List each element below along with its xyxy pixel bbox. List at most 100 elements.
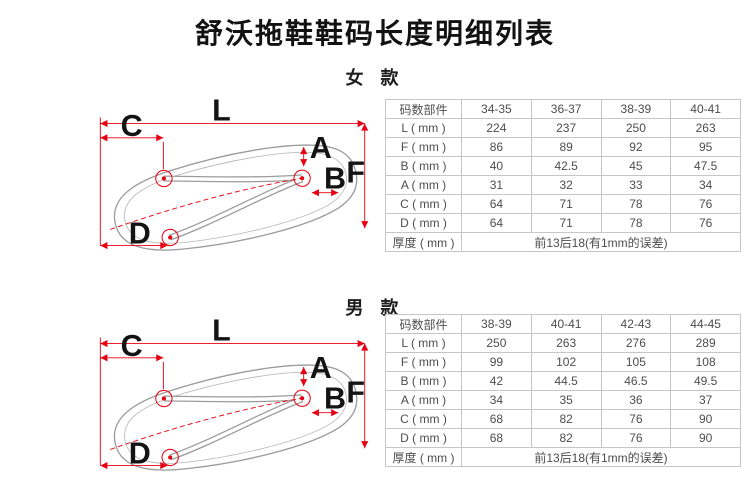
cell-value: 250 (461, 333, 532, 353)
cell-value: 76 (600, 409, 672, 429)
cell-value: 99 (461, 352, 532, 372)
cell-value: 37 (670, 390, 741, 410)
row-label: L ( mm ) (385, 333, 462, 353)
flipflop-outline (110, 144, 358, 251)
col-header: 38-39 (461, 314, 532, 334)
cell-value: 76 (670, 194, 741, 214)
label-C: C (121, 329, 143, 363)
row-label: L ( mm ) (385, 118, 462, 138)
cell-value: 263 (530, 333, 602, 353)
cell-value: 71 (530, 194, 602, 214)
col-header: 38-39 (600, 99, 672, 119)
cell-value: 40 (461, 156, 532, 176)
centerline (110, 397, 303, 450)
cell-value: 90 (670, 428, 741, 448)
page-title: 舒沃拖鞋鞋码长度明细列表 (194, 18, 555, 49)
dimension-lines (99, 337, 369, 470)
label-F: F (346, 156, 365, 190)
section-heading-men: 男 款 (345, 298, 405, 318)
cell-value: 64 (461, 213, 532, 233)
strap-anchor-markers (155, 389, 311, 467)
label-D: D (129, 437, 151, 471)
footer-value: 前13后18(有1mm的误差) (461, 232, 741, 252)
row-label: B ( mm ) (385, 156, 462, 176)
flipflop-outline (110, 364, 358, 471)
label-F: F (346, 376, 365, 410)
cell-value: 263 (670, 118, 741, 138)
cell-value: 44.5 (530, 371, 602, 391)
cell-value: 42.5 (530, 156, 602, 176)
flipflop-diagram-svg: L C A B F D (99, 314, 369, 471)
cell-value: 108 (670, 352, 741, 372)
col-header: 码数部件 (385, 314, 462, 334)
label-D: D (129, 217, 151, 251)
flipflop-diagram-women: L C A B F D (82, 90, 382, 270)
cell-value: 32 (530, 175, 602, 195)
cell-value: 76 (600, 428, 672, 448)
cell-value: 36 (600, 390, 672, 410)
row-label: 厚度 ( mm ) (385, 447, 462, 467)
label-A: A (310, 131, 332, 165)
cell-value: 68 (461, 428, 532, 448)
label-L: L (212, 94, 231, 128)
cell-value: 82 (530, 409, 602, 429)
cell-value: 42 (461, 371, 532, 391)
row-label: 厚度 ( mm ) (385, 232, 462, 252)
cell-value: 86 (461, 137, 532, 157)
cell-value: 64 (461, 194, 532, 214)
cell-value: 47.5 (670, 156, 741, 176)
cell-value: 68 (461, 409, 532, 429)
row-label: D ( mm ) (385, 428, 462, 448)
footer-value: 前13后18(有1mm的误差) (461, 447, 741, 467)
table-footer-row: 厚度 ( mm )前13后18(有1mm的误差) (385, 232, 741, 252)
label-B: B (324, 382, 346, 416)
cell-value: 95 (670, 137, 741, 157)
table-footer-row: 厚度 ( mm )前13后18(有1mm的误差) (385, 447, 741, 467)
label-B: B (324, 162, 346, 196)
cell-value: 34 (461, 390, 532, 410)
cell-value: 76 (670, 213, 741, 233)
col-header: 34-35 (461, 99, 532, 119)
cell-value: 33 (600, 175, 672, 195)
flipflop-diagram-men: L C A B F D (82, 310, 382, 490)
col-header: 36-37 (530, 99, 602, 119)
row-label: C ( mm ) (385, 194, 462, 214)
cell-value: 49.5 (670, 371, 741, 391)
cell-value: 237 (530, 118, 602, 138)
row-label: C ( mm ) (385, 409, 462, 429)
label-A: A (310, 351, 332, 385)
cell-value: 78 (600, 213, 672, 233)
row-label: F ( mm ) (385, 137, 462, 157)
cell-value: 82 (530, 428, 602, 448)
cell-value: 35 (530, 390, 602, 410)
cell-value: 89 (530, 137, 602, 157)
cell-value: 31 (461, 175, 532, 195)
cell-value: 90 (670, 409, 741, 429)
cell-value: 45 (600, 156, 672, 176)
row-label: D ( mm ) (385, 213, 462, 233)
cell-value: 276 (600, 333, 672, 353)
cell-value: 71 (530, 213, 602, 233)
label-L: L (212, 314, 231, 348)
strap-anchor-markers (155, 169, 311, 247)
cell-value: 224 (461, 118, 532, 138)
cell-value: 34 (670, 175, 741, 195)
row-label: B ( mm ) (385, 371, 462, 391)
col-header: 40-41 (530, 314, 602, 334)
row-label: F ( mm ) (385, 352, 462, 372)
cell-value: 46.5 (600, 371, 672, 391)
cell-value: 102 (530, 352, 602, 372)
